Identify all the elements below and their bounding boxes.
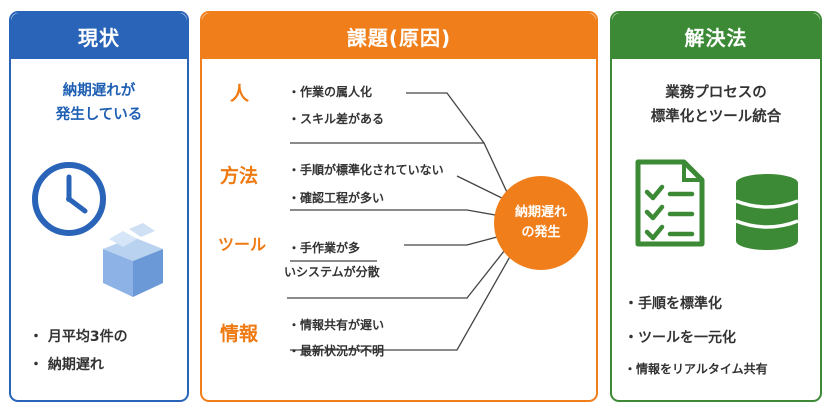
effect-circle: 納期遅れ の発生 [494, 176, 588, 270]
current-state-header: 現状 [11, 13, 187, 59]
issues-header: 課題(原因) [202, 13, 596, 59]
category-people: 人 [230, 83, 250, 105]
current-bullet-1: ・ 月平均3件の [29, 329, 128, 345]
current-state-panel: 現状 納期遅れが 発生している ・ 月平均3件の ・ 納期遅れ [9, 11, 189, 402]
solution-panel: 解決法 業務プロセスの 標準化とツール統合 ・手順を標準化 ・ツールを一元化 ・… [610, 11, 822, 402]
category-tools: ツール [218, 235, 267, 254]
solution-bullet-2: ・ツールを一元化 [624, 330, 736, 346]
issue-item: ・情報共有が遅い [288, 318, 385, 332]
issue-item: ・手順が標準化されていない [288, 163, 444, 177]
category-information: 情報 [220, 323, 259, 345]
solution-headline-line2: 標準化とツール統合 [650, 109, 782, 125]
checklist-icon [635, 159, 705, 247]
category-method: 方法 [220, 165, 259, 187]
current-bullet-2: ・ 納期遅れ [29, 357, 104, 373]
solution-headline-line1: 業務プロセスの [665, 85, 767, 101]
current-headline-line1: 納期遅れが [62, 83, 136, 99]
clock-icon [32, 162, 106, 236]
effect-label-line1: 納期遅れ [514, 205, 567, 220]
issue-item: ・最新状況が不明 [288, 344, 385, 358]
issues-panel: 課題(原因) 人 ・作業の属人化 ・スキル差がある 方法 ・手順が標準化されてい… [200, 11, 598, 402]
current-headline-line2: 発生している [55, 107, 143, 123]
issue-item: ・手作業が多 [288, 241, 361, 255]
issue-item: ・スキル差がある [288, 112, 385, 126]
solution-bullet-1: ・手順を標準化 [624, 296, 722, 312]
database-icon [735, 174, 799, 250]
issue-item: いシステムが分散 [284, 265, 380, 279]
box-icon [103, 223, 163, 297]
solution-header: 解決法 [612, 13, 820, 59]
effect-label-line2: の発生 [521, 225, 561, 240]
issue-item: ・確認工程が多い [288, 191, 385, 205]
issue-item: ・作業の属人化 [288, 85, 373, 99]
solution-bullet-3: ・情報をリアルタイム共有 [624, 362, 768, 376]
